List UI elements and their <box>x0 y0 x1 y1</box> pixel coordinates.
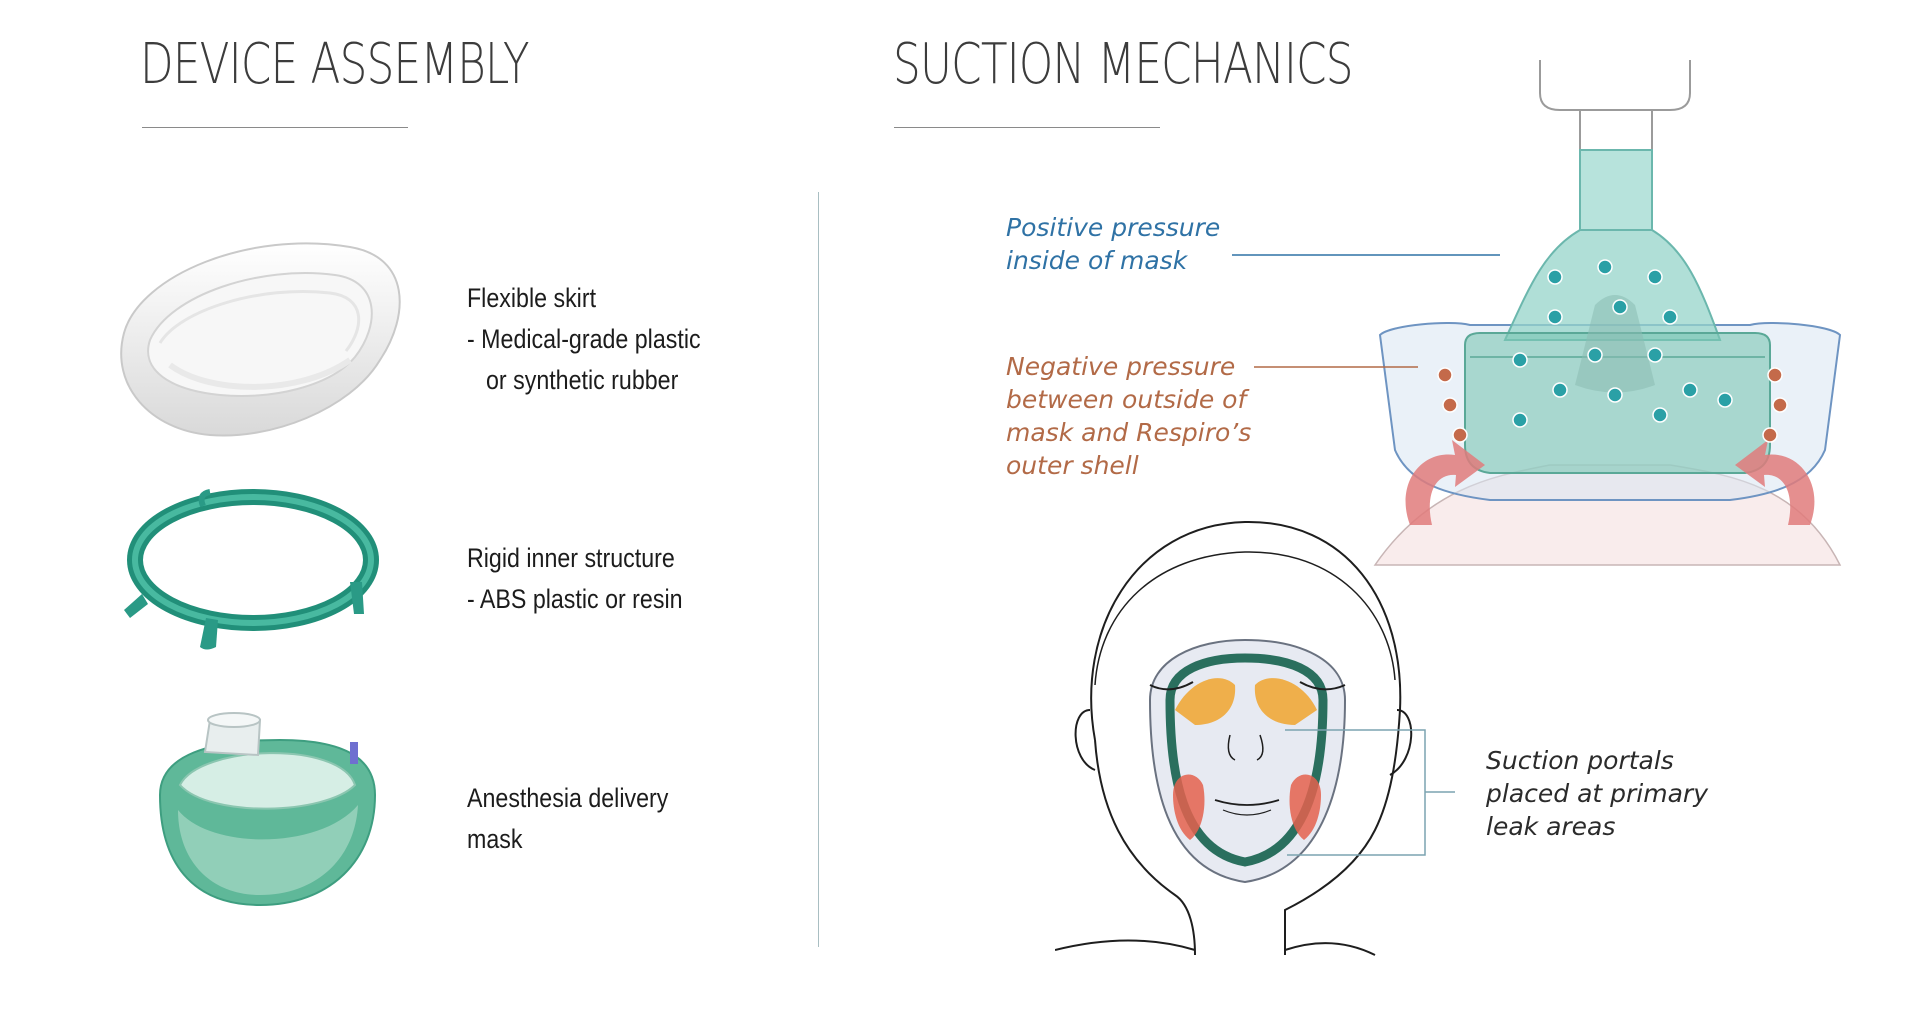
mask-cross-section-diagram <box>1373 60 1842 566</box>
skirt-label-line3: or synthetic rubber <box>486 365 679 395</box>
inner-structure-label-line1: Rigid inner structure <box>467 543 675 573</box>
section-divider <box>818 192 819 947</box>
negative-pressure-line3: mask and Respiro’s <box>1006 418 1252 447</box>
suction-portals-line2: placed at primary <box>1486 779 1708 808</box>
negative-pressure-line4: outer shell <box>1006 451 1139 480</box>
face-with-mask-diagram <box>1055 520 1455 956</box>
title-underline <box>894 127 1160 128</box>
annotation-leader-lines <box>1232 254 1500 368</box>
negative-pressure-line2: between outside of <box>1006 385 1247 414</box>
inner-structure-label-line2: - ABS plastic or resin <box>467 584 683 614</box>
device-assembly-title: DEVICE ASSEMBLY <box>140 32 530 97</box>
suction-mechanics-title: SUCTION MECHANICS <box>893 32 1354 97</box>
skirt-label-line1: Flexible skirt <box>467 283 597 313</box>
mask-label-line1: Anesthesia delivery <box>467 783 669 813</box>
rigid-inner-structure-illustration <box>124 489 379 650</box>
title-underline <box>142 127 408 128</box>
skirt-label-line2: - Medical-grade plastic <box>467 324 701 354</box>
flexible-skirt-illustration <box>120 242 401 437</box>
anesthesia-mask-illustration <box>158 712 377 907</box>
positive-pressure-line2: inside of mask <box>1006 246 1188 275</box>
suction-portals-line1: Suction portals <box>1486 746 1674 775</box>
negative-pressure-line1: Negative pressure <box>1006 352 1236 381</box>
suction-portals-line3: leak areas <box>1486 812 1616 841</box>
positive-pressure-line1: Positive pressure <box>1006 213 1221 242</box>
mask-label-line2: mask <box>467 824 523 854</box>
